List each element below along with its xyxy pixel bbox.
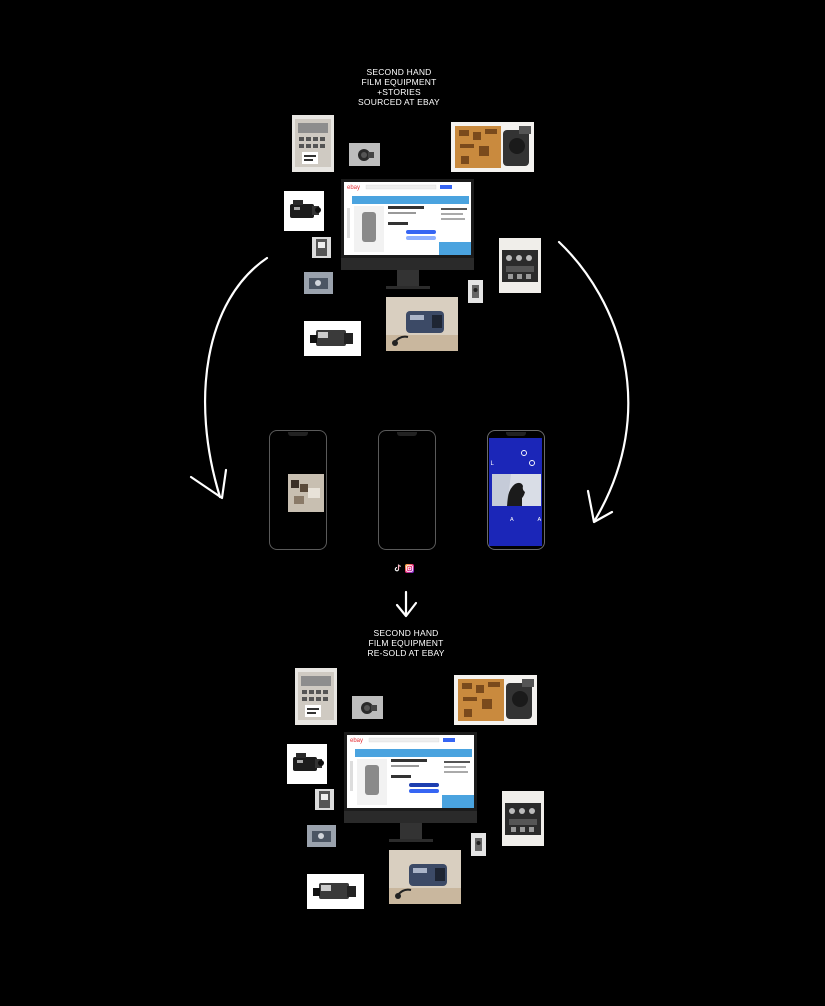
phone-letter-a: A <box>510 517 514 523</box>
phone-notch <box>288 432 308 436</box>
left-curved-arrow <box>204 256 269 499</box>
tiktok-icon <box>394 564 402 572</box>
phone-letter-l: L <box>491 461 495 467</box>
camcorder-photo <box>287 744 327 784</box>
phone-right-screen: L A A <box>489 438 542 546</box>
instagram-icon <box>405 564 414 573</box>
right-curved-arrow <box>557 240 630 522</box>
phone-right: L A A <box>487 430 545 550</box>
device-photo <box>304 272 333 294</box>
ebay-logo: ebay <box>347 185 360 191</box>
top-caption: SECOND HAND FILM EQUIPMENT +STORIES SOUR… <box>319 67 479 107</box>
bottom-caption-line-1: SECOND HAND <box>373 628 439 638</box>
bottom-caption-line-2: FILM EQUIPMENT <box>368 638 444 648</box>
jvc-camcorder-photo <box>389 850 461 904</box>
phone-notch <box>397 432 417 436</box>
phone-letter-a-edge: A <box>538 517 542 523</box>
bottom-caption-line-3: RE-SOLD AT EBAY <box>367 648 445 658</box>
phone-left <box>269 430 327 550</box>
left-arrowhead <box>189 468 228 500</box>
top-caption-line-2: FILM EQUIPMENT <box>361 77 437 87</box>
top-caption-line-1: SECOND HAND <box>366 67 432 77</box>
lens-photo <box>349 143 380 166</box>
phone-left-photo <box>288 474 324 512</box>
phone-middle <box>378 430 436 550</box>
mixer-photo <box>502 791 544 846</box>
circle-icon <box>529 460 535 466</box>
imac-stand <box>400 823 422 839</box>
imac-stand <box>397 270 419 286</box>
camcorder-side-photo <box>304 321 361 356</box>
tape-photo <box>312 237 331 258</box>
imac-foot <box>386 286 430 289</box>
camcorder-photo <box>284 191 324 231</box>
bottom-caption: SECOND HAND FILM EQUIPMENT RE-SOLD AT EB… <box>326 628 486 658</box>
right-arrowhead <box>586 489 614 524</box>
circuit-board-photo <box>454 675 537 725</box>
camcorder-side-photo <box>307 874 364 909</box>
top-caption-line-3: +STORIES <box>377 87 421 97</box>
sampler-photo <box>292 115 334 172</box>
small-camera-photo <box>468 280 483 303</box>
circle-icon <box>521 450 527 456</box>
circuit-board-photo <box>451 122 534 172</box>
imac-chin <box>341 258 474 270</box>
device-photo <box>307 825 336 847</box>
down-arrowhead <box>395 601 418 618</box>
top-equipment-cluster: ebay <box>0 0 825 360</box>
small-camera-photo <box>471 833 486 856</box>
imac-screen: ebay <box>341 179 474 258</box>
phone-notch <box>506 432 526 436</box>
imac-foot <box>389 839 433 842</box>
top-caption-line-4: SOURCED AT EBAY <box>358 97 440 107</box>
mixer-photo <box>499 238 541 293</box>
jvc-camcorder-photo <box>386 297 458 351</box>
sampler-photo <box>295 668 337 725</box>
ebay-logo: ebay <box>350 738 363 744</box>
tape-photo <box>315 789 334 810</box>
imac-chin <box>344 811 477 823</box>
imac-screen: ebay <box>344 732 477 811</box>
lens-photo <box>352 696 383 719</box>
